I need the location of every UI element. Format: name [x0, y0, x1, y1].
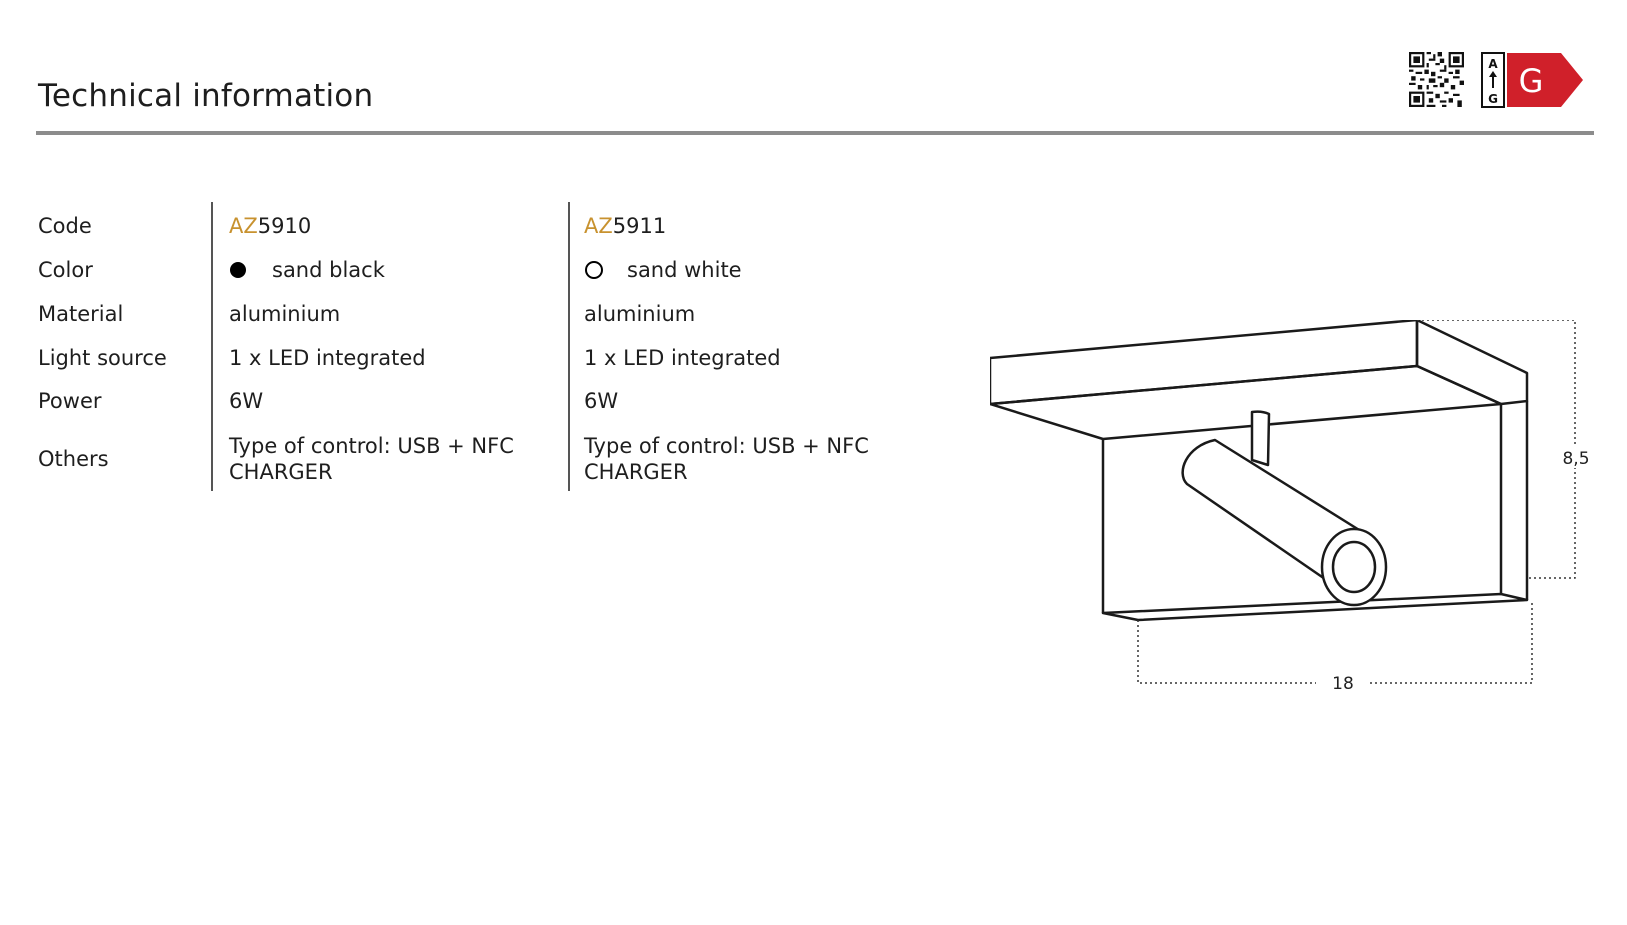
shelf-top-face — [990, 320, 1419, 406]
energy-class-letter: G — [1519, 62, 1544, 100]
energy-scale-bottom: G — [1488, 92, 1498, 106]
height-dimension-label: 8,5 — [1562, 449, 1589, 469]
label-material: Material — [38, 302, 124, 326]
code-number: 5910 — [257, 214, 312, 238]
energy-label-icon: A G G — [1481, 52, 1583, 108]
product-code: AZ5910 — [229, 213, 311, 239]
shelf-under-face — [990, 364, 1503, 441]
base-plate — [1101, 592, 1529, 622]
color-name: sand black — [272, 258, 385, 282]
code-prefix: AZ — [584, 214, 613, 238]
page-title: Technical information — [38, 78, 374, 114]
width-dimension-line-right — [1370, 600, 1533, 684]
product-color: sand white — [584, 257, 742, 283]
energy-scale-top: A — [1488, 57, 1498, 71]
title-divider — [36, 131, 1594, 135]
label-power: Power — [38, 389, 102, 413]
energy-class-arrow — [1507, 53, 1583, 107]
code-prefix: AZ — [229, 214, 258, 238]
spot-head-outer — [1320, 527, 1388, 607]
shelf-side-face — [1415, 320, 1529, 406]
color-swatch-white — [585, 260, 603, 279]
color-swatch-black — [230, 261, 246, 278]
product-power: 6W — [229, 389, 264, 413]
product-others: Type of control: USB + NFC CHARGER — [229, 434, 514, 484]
product-light-source: 1 x LED integrated — [229, 346, 426, 370]
spot-arm — [1250, 410, 1271, 467]
width-dimension-label: 18 — [1332, 674, 1354, 694]
column-divider — [211, 202, 213, 491]
product-power: 6W — [584, 389, 619, 413]
column-divider — [568, 202, 570, 491]
product-light-source: 1 x LED integrated — [584, 346, 781, 370]
product-dimension-drawing: 8,5 18 — [990, 320, 1592, 694]
width-dimension-line-left — [1137, 620, 1316, 684]
label-light-source: Light source — [38, 346, 167, 370]
label-code: Code — [38, 214, 92, 238]
label-color: Color — [38, 258, 93, 282]
product-material: aluminium — [229, 302, 341, 326]
product-color: sand black — [229, 257, 385, 283]
code-number: 5911 — [612, 214, 667, 238]
color-name: sand white — [627, 258, 742, 282]
product-others: Type of control: USB + NFC CHARGER — [584, 434, 869, 484]
product-code: AZ5911 — [584, 213, 666, 239]
qr-code-icon — [1409, 52, 1464, 107]
spot-head-inner — [1331, 540, 1377, 594]
label-others: Others — [38, 447, 109, 471]
product-material: aluminium — [584, 302, 696, 326]
